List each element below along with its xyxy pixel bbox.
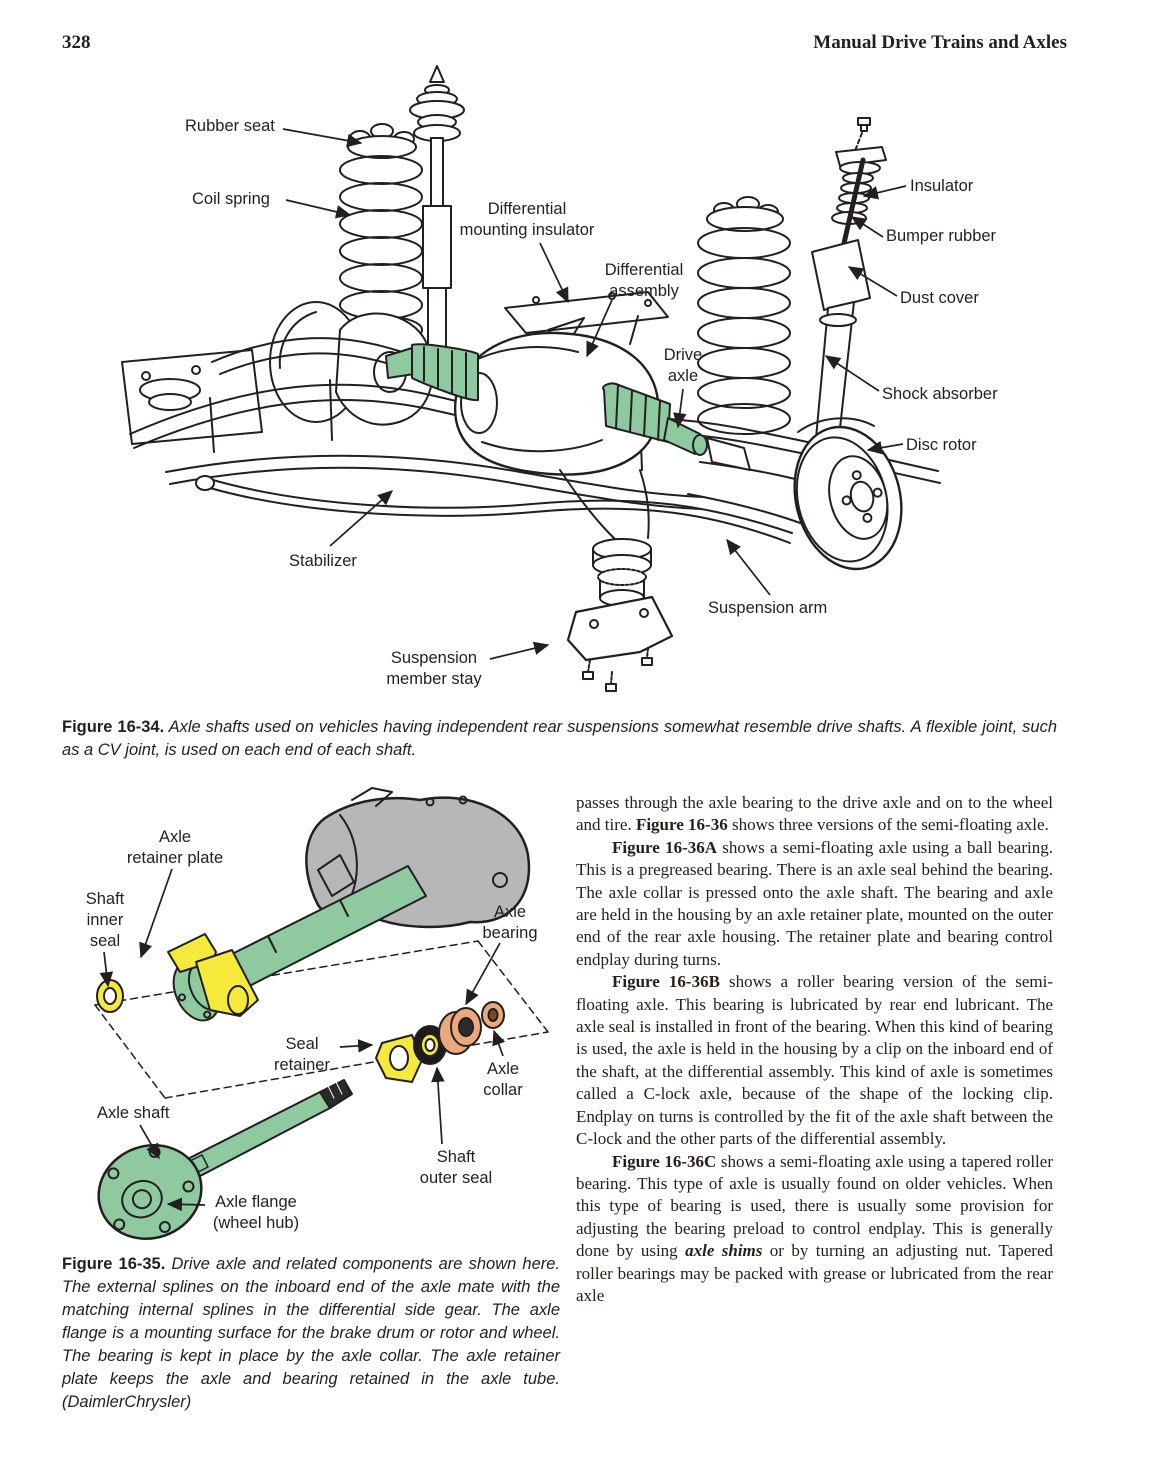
label-axle-shaft: Axle shaft [97, 1104, 170, 1122]
running-head: Manual Drive Trains and Axles [813, 32, 1067, 53]
paragraph: Figure 16-36A shows a semi-floating axle… [576, 837, 1053, 971]
figure-16-35-caption: Figure 16-35. Drive axle and related com… [62, 1253, 560, 1414]
label-disc-rotor: Disc rotor [906, 436, 977, 454]
label-axle-flange: Axle flange (wheel hub) [212, 1193, 300, 1232]
text-segment: Figure 16-36B [612, 972, 720, 992]
text-segment: Figure 16-36A [612, 837, 718, 857]
label-bumper-rubber: Bumper rubber [886, 227, 997, 245]
body-text-column: passes through the axle bearing to the d… [576, 792, 1053, 1307]
text-segment: axle shims [685, 1241, 763, 1261]
label-shaft-outer-seal: Shaft outer seal [419, 1148, 493, 1187]
page-number: 328 [62, 32, 91, 53]
figure-16-35-caption-text: Drive axle and related components are sh… [62, 1255, 561, 1411]
figure-16-34-caption: Figure 16-34. Axle shafts used on vehicl… [62, 716, 1057, 762]
label-seal-retainer: Seal retainer [274, 1035, 330, 1074]
text-segment: Figure 16-36 [635, 815, 728, 835]
figure-16-34-caption-text: Axle shafts used on vehicles having inde… [62, 718, 1057, 759]
label-suspension-arm: Suspension arm [708, 599, 828, 617]
label-rubber-seat: Rubber seat [185, 117, 275, 135]
paragraph: Figure 16-36B shows a roller bearing ver… [576, 971, 1053, 1150]
label-differential-mounting-insulator: Differential mounting insulator [459, 200, 595, 239]
text-segment: shows a semi-floating axle using a ball … [576, 837, 1053, 969]
text-segment: shows a semi-floating axle using a taper… [576, 1151, 1053, 1261]
text-segment: Figure 16-36C [612, 1151, 717, 1171]
label-suspension-member-stay: Suspension member stay [386, 649, 482, 688]
text-segment: passes through the axle bearing to the d… [576, 793, 1053, 835]
text-segment: or by turning an adjusting nut. Tapered … [576, 1241, 1054, 1305]
paragraph: passes through the axle bearing to the d… [576, 792, 1053, 837]
label-coil-spring: Coil spring [192, 190, 270, 208]
label-drive-axle: Drive axle [663, 346, 703, 385]
label-axle-collar: Axle collar [483, 1060, 523, 1099]
label-differential-assembly: Differential assembly [604, 261, 684, 300]
label-axle-retainer-plate: Axle retainer plate [126, 828, 224, 867]
label-stabilizer: Stabilizer [289, 552, 357, 570]
label-insulator: Insulator [910, 177, 974, 195]
figure-16-35-caption-label: Figure 16-35. [62, 1255, 166, 1273]
label-dust-cover: Dust cover [900, 289, 979, 307]
text-segment: shows three versions of the semi-floatin… [727, 815, 1049, 835]
text-segment: shows a roller bearing version of the se… [576, 972, 1053, 1149]
paragraph: Figure 16-36C shows a semi-floating axle… [576, 1151, 1053, 1308]
figure-16-34-caption-label: Figure 16-34. [62, 718, 165, 736]
label-axle-bearing: Axle bearing [482, 903, 538, 942]
label-shock-absorber: Shock absorber [882, 385, 998, 403]
label-shaft-inner-seal: Shaft inner seal [85, 890, 125, 950]
